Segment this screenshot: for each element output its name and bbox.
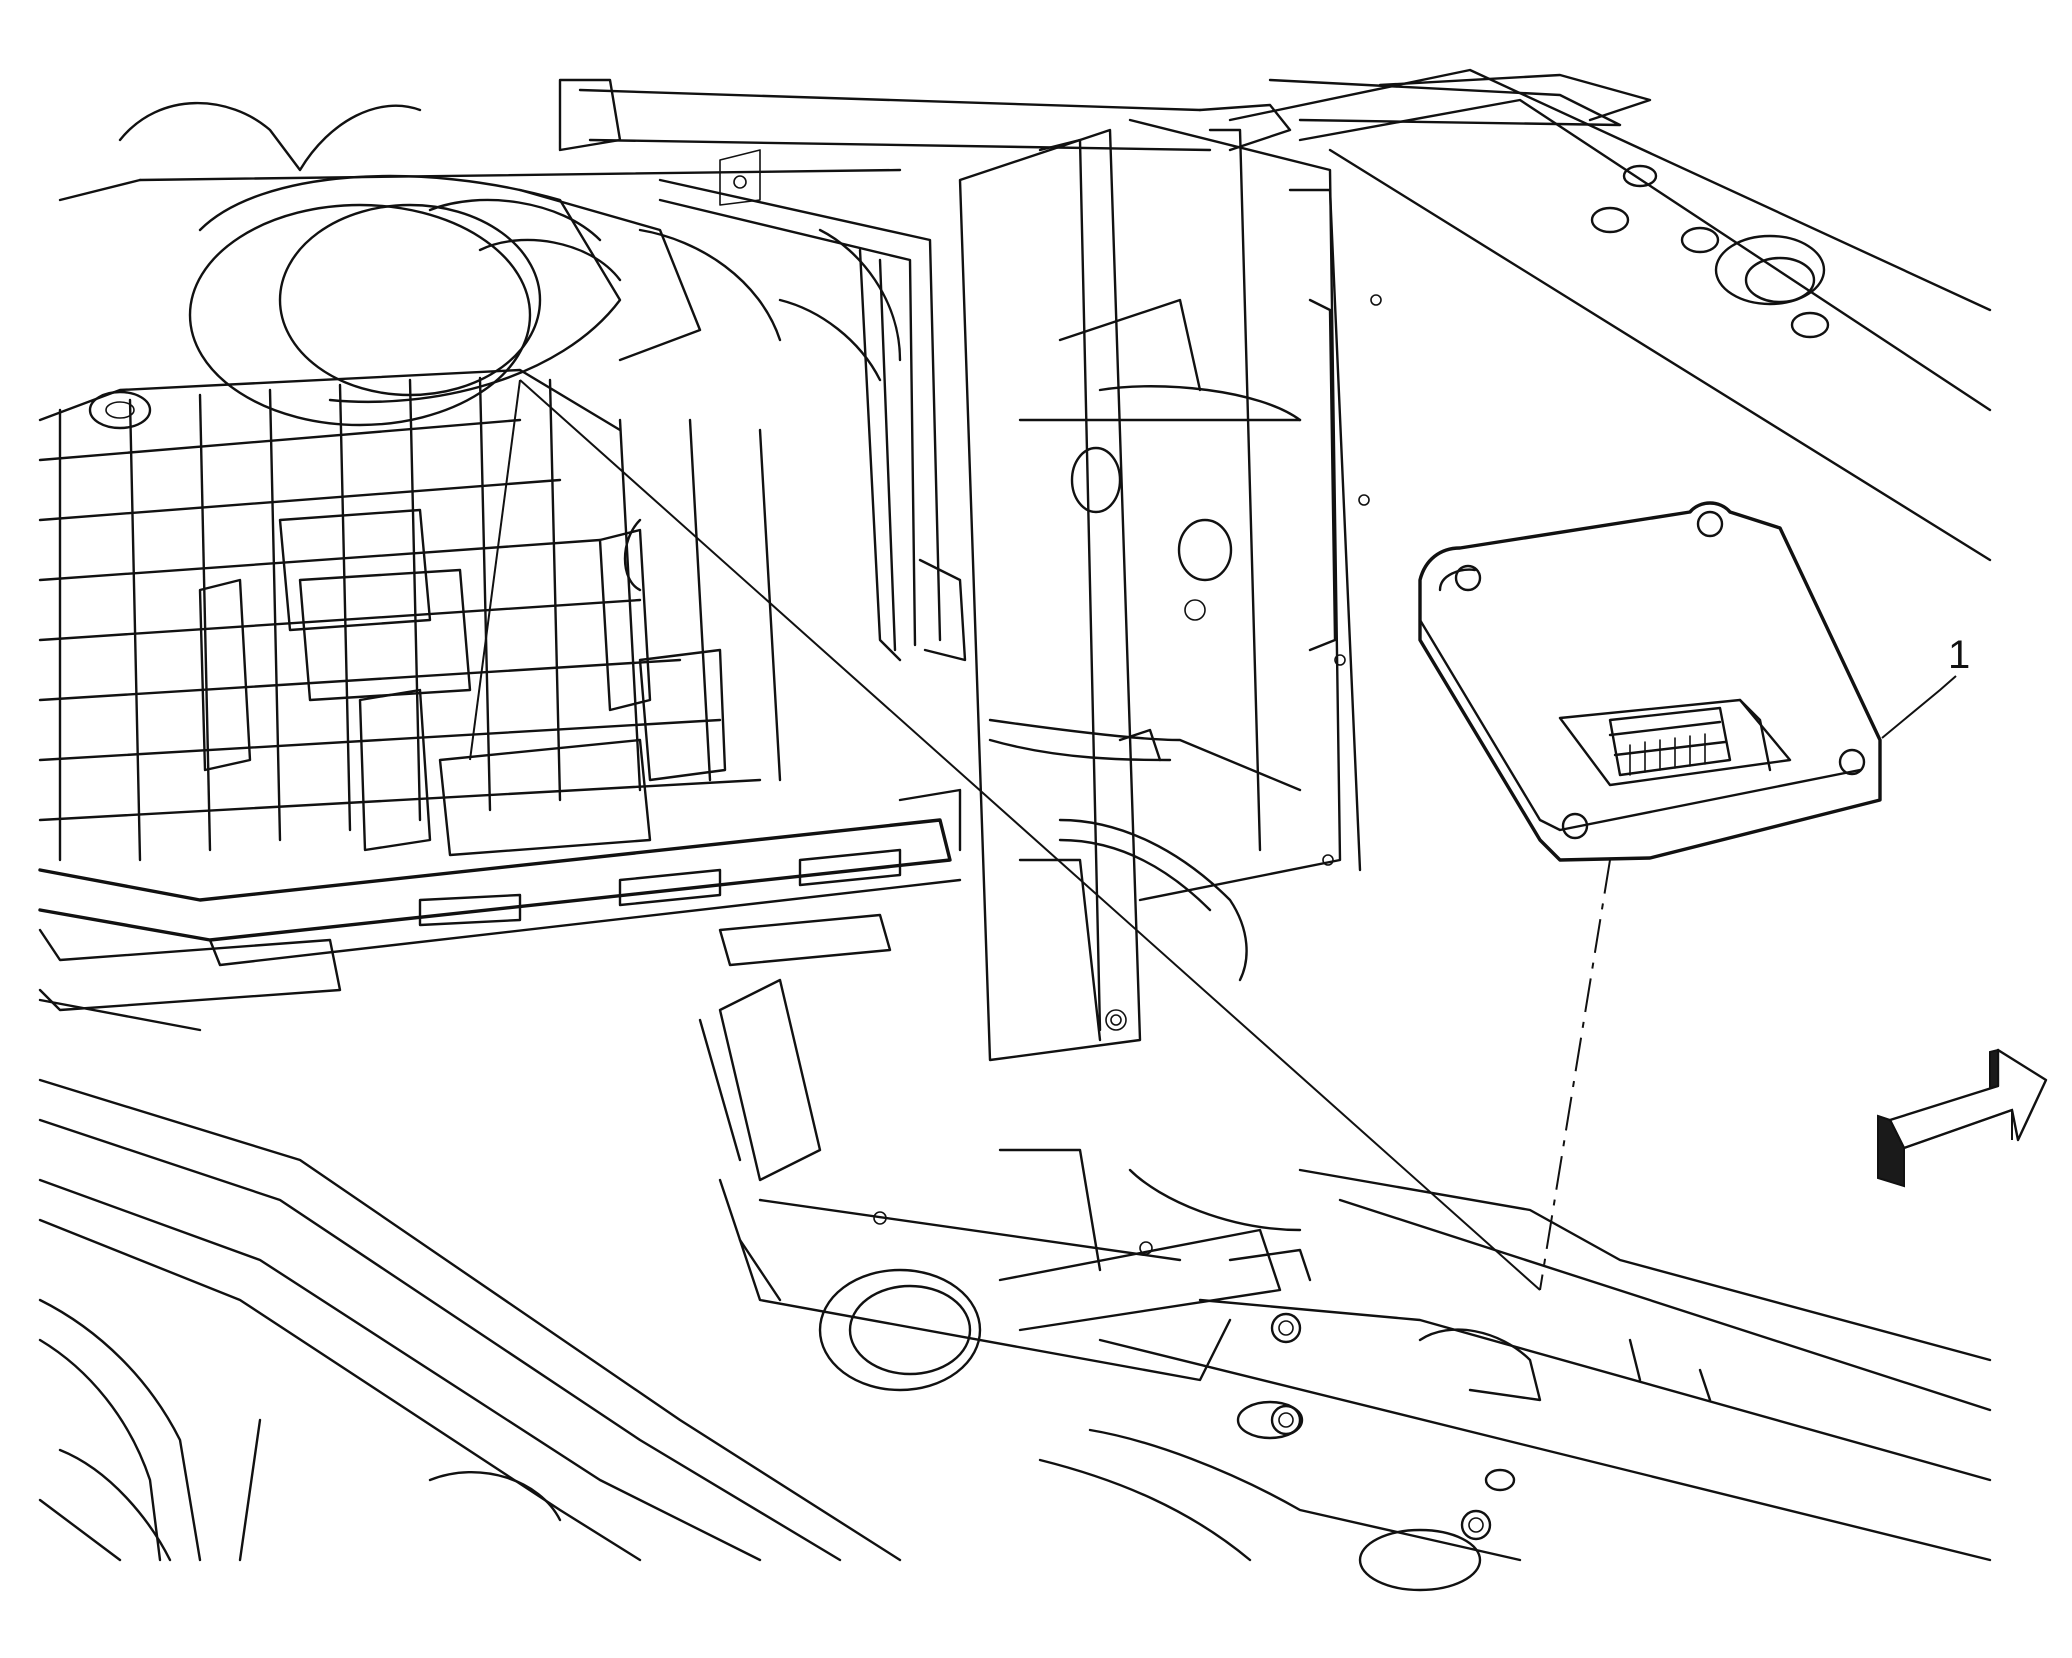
view-leader-lines <box>469 379 1611 1291</box>
hvac-duct <box>188 174 902 427</box>
floor-pan-lower <box>38 978 1992 1592</box>
callout-1-label: 1 <box>1948 633 1970 677</box>
upper-right-panel <box>1228 68 1992 562</box>
center-pillar-panel <box>958 118 1382 1062</box>
relay-tray-grid <box>38 368 782 862</box>
wiring-harness-upper <box>58 78 1622 202</box>
tray-front-rail <box>38 788 962 1032</box>
control-module <box>1418 501 1882 862</box>
callout-1: 1 <box>1881 633 1970 739</box>
front-direction-arrow-icon <box>1877 1048 2048 1188</box>
callout-1-leader <box>1881 675 1957 739</box>
support-rod-bracket <box>658 149 967 662</box>
